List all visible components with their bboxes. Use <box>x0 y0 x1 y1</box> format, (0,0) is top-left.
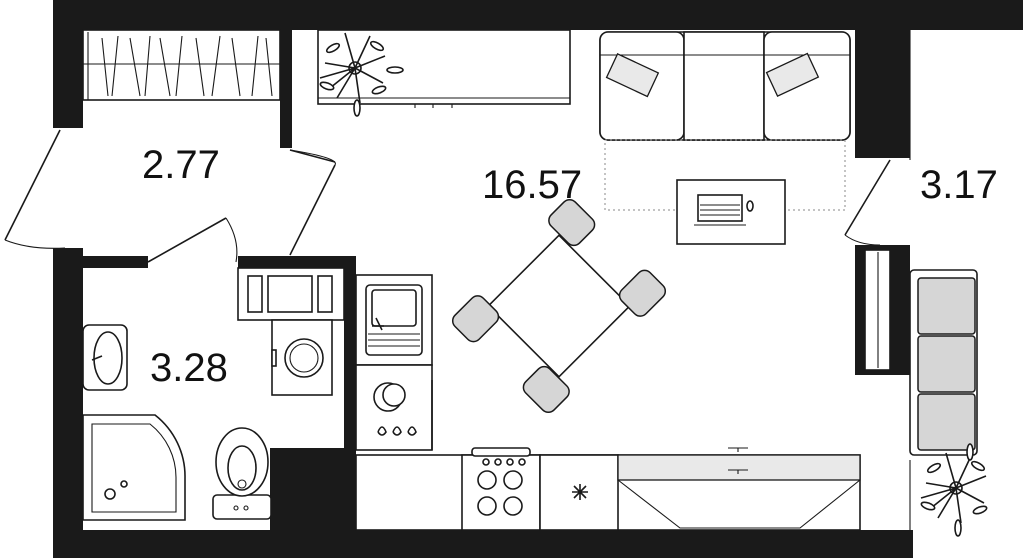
laptop-keys <box>694 204 746 226</box>
counter-top <box>617 454 861 481</box>
hall-wall-vertical <box>280 30 292 148</box>
balcony-door-arc <box>844 234 881 246</box>
bath-faucet-icon <box>91 355 103 361</box>
right-wall-upper <box>855 30 910 158</box>
shelf-item-3 <box>317 275 333 313</box>
bath-wall-notch <box>270 448 344 530</box>
bathroom-area-label: 3.28 <box>150 346 228 390</box>
bench-cushion-3 <box>917 393 976 451</box>
outer-walls <box>53 0 1023 558</box>
snowflake-icon <box>572 484 588 500</box>
bottom-wall <box>53 530 913 558</box>
balcony-area-label: 3.17 <box>920 163 998 207</box>
shower-drain <box>104 488 116 500</box>
plant-console-icon <box>319 32 404 117</box>
left-wall-lower <box>53 248 83 558</box>
toilet-seat <box>227 445 257 491</box>
shower-inner <box>91 423 177 513</box>
chair-2 <box>618 269 667 317</box>
bench-cushion-2 <box>917 335 976 393</box>
sink-basin <box>371 289 417 327</box>
hall-area-label: 2.77 <box>142 143 220 187</box>
stove <box>461 454 541 531</box>
toilet-tank <box>212 494 272 520</box>
chair-3 <box>451 295 500 343</box>
living-door-arc <box>289 149 336 166</box>
burner-4 <box>503 496 523 516</box>
living-door[interactable] <box>289 164 336 256</box>
top-wall <box>53 0 1023 30</box>
bathroom-door-arc <box>225 217 238 263</box>
mouse-icon <box>746 200 754 212</box>
console-legs <box>414 104 453 108</box>
sink-bowl <box>93 331 123 385</box>
bath-wall-right <box>344 256 356 530</box>
left-wall-upper <box>53 0 83 128</box>
dining-set <box>451 198 667 414</box>
balcony <box>864 28 978 530</box>
burner-2 <box>503 470 523 490</box>
burner-3 <box>477 496 497 516</box>
right-corner <box>1003 0 1023 30</box>
burner-1 <box>477 470 497 490</box>
bench-cushion-1 <box>917 277 976 335</box>
utensils-icon <box>377 426 417 436</box>
entrance-door-arc <box>4 239 66 249</box>
living-area-label: 16.57 <box>482 163 582 207</box>
shower-tray <box>82 414 186 521</box>
doors <box>4 129 891 263</box>
sofa <box>599 31 851 141</box>
laptop-icon <box>697 194 743 222</box>
bath-wall-top-left <box>83 256 148 268</box>
washer-drum <box>284 338 324 378</box>
shelf-item-2 <box>267 275 313 313</box>
entrance-door[interactable] <box>4 129 61 241</box>
coffee-table <box>676 179 786 245</box>
plant-balcony-icon <box>920 443 988 537</box>
wardrobe-hangers <box>101 35 273 97</box>
pillow-right <box>765 52 820 97</box>
counter-fixtures <box>728 447 748 474</box>
faucet-icon <box>372 317 384 331</box>
wardrobe <box>82 29 281 101</box>
sofa-seat-middle <box>683 31 765 141</box>
bathroom <box>82 267 345 521</box>
bathroom-door[interactable] <box>147 217 227 263</box>
bath-wall-top-right <box>238 256 354 268</box>
balcony-door[interactable] <box>844 159 891 236</box>
stove-handle <box>471 447 531 457</box>
counter-corner <box>617 479 861 529</box>
shelf-item-1 <box>247 275 263 313</box>
dining-table <box>487 234 631 378</box>
living-door-frame <box>289 149 336 163</box>
pillow-left <box>605 53 660 98</box>
chair-1 <box>548 198 596 247</box>
sink-drainboard <box>368 333 420 347</box>
chair-4 <box>522 365 570 414</box>
kitchen <box>355 274 861 531</box>
